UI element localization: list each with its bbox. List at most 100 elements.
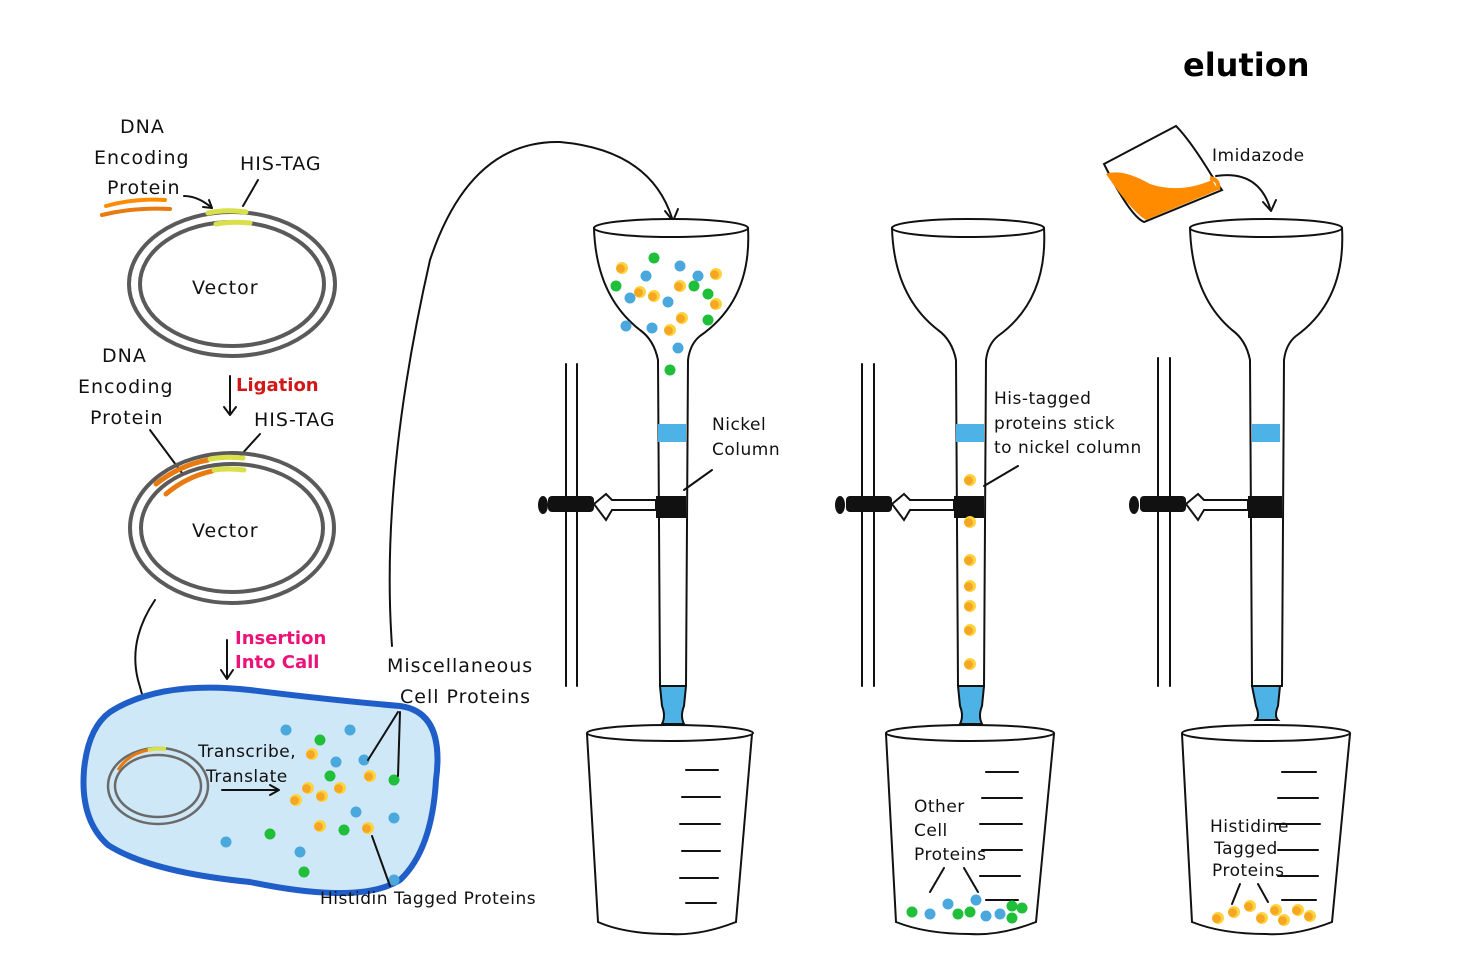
tagged-protein-dot-core bbox=[1304, 912, 1313, 921]
cell-to-column-arrow bbox=[388, 140, 673, 647]
vector-ring-inner-bottom bbox=[139, 462, 325, 594]
cell-plasmid-his-tag bbox=[147, 746, 167, 752]
tagged-protein-dot-core bbox=[710, 300, 719, 309]
blue-protein-dot bbox=[980, 910, 992, 922]
his-tag-pointer-top bbox=[242, 179, 259, 207]
tagged-protein-dot-core bbox=[1244, 902, 1253, 911]
green-protein-dot bbox=[664, 364, 676, 376]
blue-protein-dot bbox=[942, 898, 954, 910]
tagged-protein-dot-core bbox=[710, 270, 719, 279]
blue-protein-dot bbox=[294, 846, 306, 858]
blue-protein-dot bbox=[220, 836, 232, 848]
stick-pointer bbox=[983, 465, 1019, 487]
blue-protein-dot bbox=[358, 754, 370, 766]
clamp-2-jaw bbox=[890, 492, 955, 522]
his-tag-segment-top-1 bbox=[205, 208, 249, 216]
funnel-3 bbox=[1188, 220, 1344, 687]
insertion-arrowhead bbox=[220, 669, 234, 680]
dna-label-bottom-line1: DNA bbox=[102, 345, 147, 367]
tagged-pointer-2 bbox=[1257, 883, 1269, 903]
green-protein-dot bbox=[702, 314, 714, 326]
tagged-pointer-1 bbox=[1231, 883, 1241, 905]
imidazole-label: Imidazode bbox=[1212, 146, 1305, 166]
tagged-protein-dot-core bbox=[290, 796, 299, 805]
tagged-protein-dot-core bbox=[964, 556, 973, 565]
blue-protein-dot bbox=[662, 296, 674, 308]
cell-plasmid-dna bbox=[116, 748, 149, 771]
green-protein-dot bbox=[648, 252, 660, 264]
green-protein-dot bbox=[964, 906, 976, 918]
dna-label-bottom-line3: Protein bbox=[90, 407, 164, 429]
beaker-1-rim bbox=[586, 724, 754, 742]
column-3: Imidazode Histidine Tagged Proteins bbox=[1102, 124, 1352, 936]
his-tag-label-bottom: HIS-TAG bbox=[254, 409, 336, 431]
transcribe-label-line1: Transcribe, bbox=[197, 742, 296, 762]
tagged-protein-dot-core bbox=[964, 476, 973, 485]
dna-label-bottom-line2: Encoding bbox=[78, 376, 174, 398]
cell-protein-dots bbox=[220, 724, 400, 886]
imidazole-arrowhead bbox=[1262, 199, 1277, 212]
misc-pointer-1 bbox=[367, 711, 399, 761]
beaker-3-rim bbox=[1181, 724, 1351, 742]
dna-pointer-arrow-top bbox=[183, 195, 213, 209]
green-protein-dot bbox=[314, 734, 326, 746]
transcribe-label-line2: Translate bbox=[205, 767, 288, 787]
clamp-3-knob bbox=[1129, 496, 1139, 514]
dna-fragment-orange-1 bbox=[104, 197, 167, 208]
tagged-protein-dot-core bbox=[1228, 908, 1237, 917]
plasmid-top: DNA Encoding Protein HIS-TAG Vector bbox=[94, 116, 337, 358]
clamp-2-handle bbox=[846, 496, 892, 512]
clamp-3-jaw bbox=[1184, 492, 1249, 522]
his-tag-label-top: HIS-TAG bbox=[240, 153, 322, 175]
beaker-2 bbox=[884, 727, 1056, 936]
tagged-protein-dot-core bbox=[1256, 914, 1265, 923]
nickel-label-line2: Column bbox=[712, 440, 780, 460]
other-pointer-1 bbox=[929, 867, 945, 893]
nickel-label-line1: Nickel bbox=[712, 415, 766, 435]
tagged-proteins-label: Histidin Tagged Proteins bbox=[320, 889, 536, 909]
dna-label-top-line3: Protein bbox=[107, 177, 181, 199]
blue-protein-dot bbox=[646, 322, 658, 334]
clamp-1-handle bbox=[548, 496, 594, 512]
green-protein-dot bbox=[1016, 902, 1028, 914]
column-2: His-tagged proteins stick to nickel colu… bbox=[835, 218, 1141, 936]
ligation-label: Ligation bbox=[236, 375, 319, 396]
tagged-protein-dot-core bbox=[964, 660, 973, 669]
tagged-protein-dot-core bbox=[676, 314, 685, 323]
tagged-protein-dot-core bbox=[1278, 916, 1287, 925]
imidazole-beaker bbox=[1102, 124, 1224, 224]
clamp-2-knob bbox=[835, 496, 845, 514]
clamp-3-grip bbox=[1248, 496, 1282, 518]
beaker-3-graduations bbox=[1275, 771, 1321, 901]
tagged-protein-dot-core bbox=[1212, 914, 1221, 923]
tagged-protein-dot-core bbox=[964, 582, 973, 591]
green-protein-dot bbox=[264, 828, 276, 840]
dna-label-top-line2: Encoding bbox=[94, 147, 190, 169]
ligation-arrowhead bbox=[223, 406, 237, 416]
tagged-protein-dot-core bbox=[648, 292, 657, 301]
beaker-2-rim bbox=[885, 724, 1055, 742]
misc-proteins-label-line2: Cell Proteins bbox=[400, 686, 531, 708]
green-protein-dot bbox=[906, 906, 918, 918]
tagged-pointer bbox=[371, 835, 391, 887]
funnel-1-protein-dots bbox=[610, 252, 722, 376]
cell: Transcribe, Translate bbox=[80, 684, 441, 897]
blue-protein-dot bbox=[344, 724, 356, 736]
blue-protein-dot bbox=[280, 724, 292, 736]
blue-protein-dot bbox=[672, 342, 684, 354]
tagged-protein-dot-core bbox=[302, 784, 311, 793]
nickel-pointer bbox=[683, 469, 713, 491]
funnel-2-rim bbox=[891, 218, 1045, 238]
vector-label-top: Vector bbox=[192, 277, 259, 299]
blue-protein-dot bbox=[350, 806, 362, 818]
his-tag-segment-top-2 bbox=[213, 219, 253, 227]
dna-label-top-line1: DNA bbox=[120, 116, 165, 138]
ligation-step: Ligation bbox=[223, 375, 319, 416]
tagged-protein-dot-core bbox=[334, 784, 343, 793]
beaker-1-graduations bbox=[679, 769, 721, 904]
vector-ring-outer-bottom bbox=[128, 451, 336, 605]
blue-protein-dot bbox=[924, 908, 936, 920]
blue-protein-dot bbox=[330, 756, 342, 768]
column-3-outlet bbox=[1250, 685, 1282, 721]
